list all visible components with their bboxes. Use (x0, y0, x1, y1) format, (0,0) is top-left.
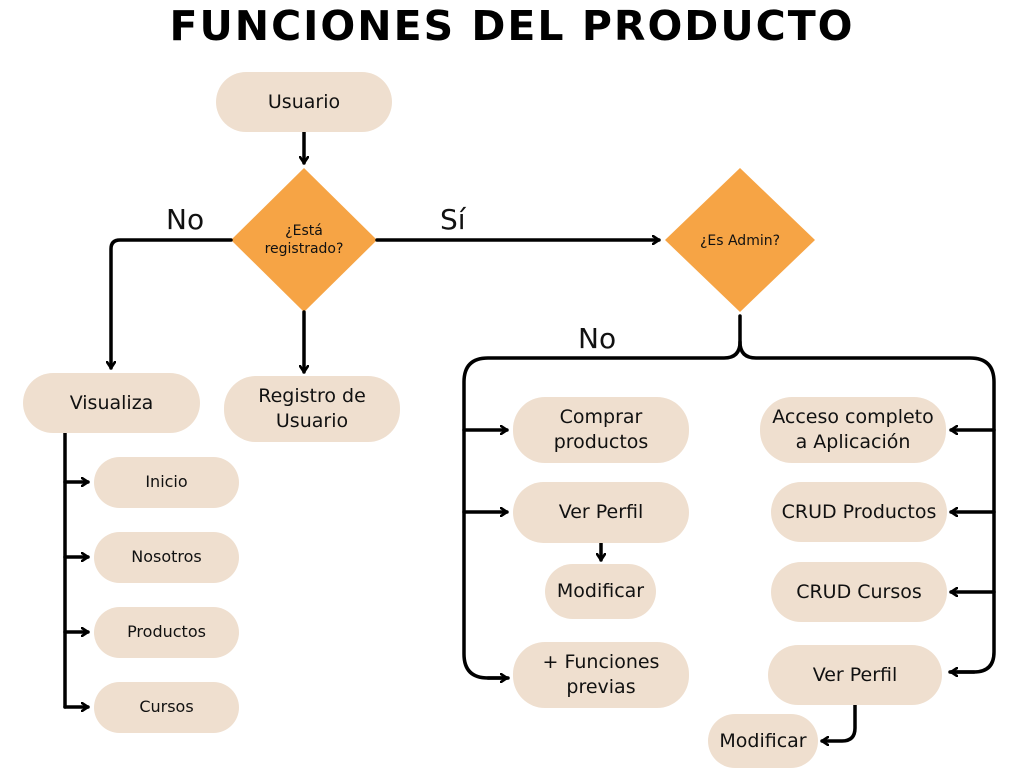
edge-admin-split-right (738, 340, 996, 674)
decision-admin-shape (665, 168, 815, 312)
node-modificar-admin: Modificar (708, 714, 818, 768)
node-comprar-productos: Comprar productos (513, 397, 689, 463)
node-funciones-previas: + Funciones previas (513, 642, 689, 708)
node-productos: Productos (94, 607, 239, 658)
decision-admin-label: ¿Es Admin? (699, 232, 781, 249)
node-ver-perfil-admin: Ver Perfil (768, 645, 942, 705)
edge-label-no-registrado: No (166, 203, 205, 236)
node-modificar-usuario: Modificar (545, 564, 656, 619)
node-nosotros: Nosotros (94, 532, 239, 583)
node-ver-perfil-usuario: Ver Perfil (513, 482, 689, 543)
edge-no-to-visualiza (111, 238, 233, 370)
decision-registrado-label: ¿Está registrado? (264, 222, 344, 257)
edge-ver-perfil-admin-to-modificar (820, 703, 857, 741)
node-usuario: Usuario (216, 72, 392, 132)
node-crud-cursos: CRUD Cursos (771, 562, 947, 622)
edge-admin-split (462, 314, 742, 680)
node-inicio: Inicio (94, 457, 239, 508)
node-acceso-completo: Acceso completo a Aplicación (760, 397, 946, 463)
edge-label-no-admin: No (578, 322, 617, 355)
decision-registrado-shape (231, 168, 377, 312)
page-title: FUNCIONES DEL PRODUCTO (169, 2, 855, 50)
edge-label-si-registrado: Sí (440, 203, 466, 236)
node-cursos: Cursos (94, 682, 239, 733)
node-crud-productos: CRUD Productos (771, 482, 947, 542)
node-registro-usuario: Registro de Usuario (224, 376, 400, 442)
node-visualiza: Visualiza (23, 373, 200, 433)
